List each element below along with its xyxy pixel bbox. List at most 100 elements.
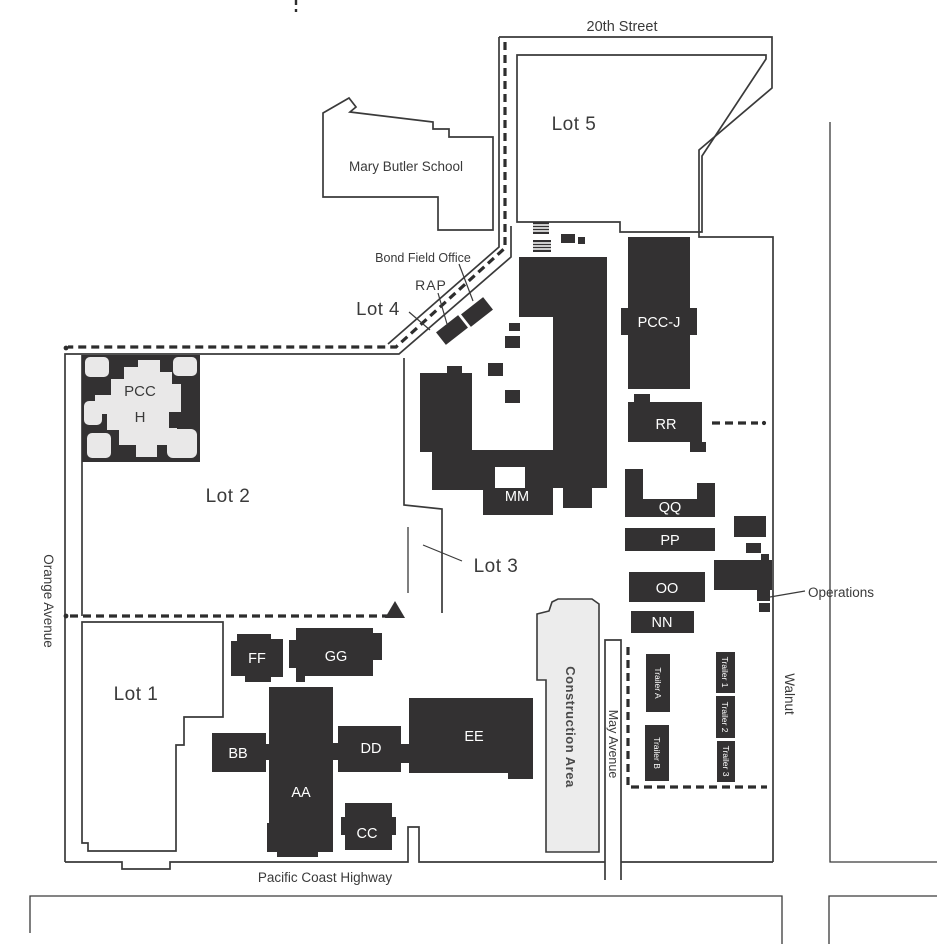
small-building <box>714 560 772 590</box>
may-avenue-strip <box>604 639 622 880</box>
pcc-j-label: PCC-J <box>638 315 681 331</box>
pcc-h-building-shape <box>95 360 181 457</box>
pch-south-block-west <box>29 895 783 944</box>
bb-label: BB <box>228 746 247 762</box>
trailer-2 <box>716 696 735 738</box>
pcc-h-patch <box>173 357 197 376</box>
building-bb: BB <box>212 733 270 772</box>
operations-structure <box>757 590 770 601</box>
building-pp: PP <box>625 528 715 551</box>
mm-label: MM <box>505 489 529 505</box>
building-cc: CC <box>341 803 396 850</box>
leader-lines <box>408 263 806 598</box>
dd-shape <box>333 726 410 772</box>
dashed-trailer-area <box>626 647 767 789</box>
boundary-20th-east <box>499 36 774 862</box>
unnamed-east-structures <box>714 516 772 612</box>
building-nn: NN <box>631 611 694 633</box>
pcc-h-patch <box>87 433 111 458</box>
operations-label: Operations <box>808 585 874 600</box>
lot5-label: Lot 5 <box>552 114 597 135</box>
qq-shape <box>625 469 715 517</box>
qq-label: QQ <box>659 500 682 516</box>
building-mm: MM <box>420 257 607 515</box>
mm-part <box>420 373 472 452</box>
lot1-label: Lot 1 <box>114 684 159 705</box>
building-oo: OO <box>629 572 705 602</box>
lot4-label: Lot 4 <box>356 298 400 319</box>
trailer-1 <box>716 652 735 693</box>
ee-label: EE <box>464 729 484 745</box>
lot4-leader <box>408 311 431 331</box>
trailer-a <box>646 654 670 712</box>
gg-shape <box>289 628 382 682</box>
dashed-routes <box>63 0 767 789</box>
stair-lines <box>533 242 551 250</box>
construction-area-shape <box>536 598 600 853</box>
building-dd: DD <box>333 726 410 772</box>
campus-boundaries <box>29 36 937 944</box>
walnut-east-line <box>829 122 937 863</box>
street-label-pch: Pacific Coast Highway <box>258 870 393 885</box>
cc-shape <box>341 803 396 850</box>
building-aa: AA <box>267 687 333 857</box>
nn-shape <box>631 611 694 633</box>
mary-butler-label: Mary Butler School <box>349 159 463 174</box>
boundary-orange-top <box>64 226 512 862</box>
trailers: Trailer A Trailer B Trailer 1 Trailer 2 … <box>645 652 735 782</box>
pch-south-block-east <box>828 895 937 944</box>
street-label-orange-avenue: Orange Avenue <box>41 554 56 648</box>
trailer-1-label: Trailer 1 <box>720 657 730 688</box>
rap-building <box>436 315 468 345</box>
oo-shape <box>629 572 705 602</box>
trailer-b-label: Trailer B <box>652 737 662 769</box>
pcc-h-label-line1: PCC <box>124 383 156 400</box>
mm-courtyard-structure <box>505 336 520 348</box>
dashed-route-rr-dot <box>761 420 767 426</box>
street-label-may-avenue: May Avenue <box>606 710 620 779</box>
operations-structure <box>759 603 770 612</box>
pcc-h-label-line2: H <box>135 409 146 426</box>
small-building <box>734 516 766 537</box>
trailer-2-label: Trailer 2 <box>720 702 730 733</box>
small-structure <box>578 237 585 244</box>
small-structure <box>746 543 761 553</box>
dashed-route-main <box>68 42 507 349</box>
boundary-bottom-west <box>65 826 605 870</box>
building-pcc-h: PCC H <box>82 355 200 462</box>
pp-shape <box>625 528 715 551</box>
building-pcc-j: PCC-J <box>621 237 697 389</box>
construction-area-label: Construction Area <box>563 666 578 788</box>
mm-courtyard-structure <box>509 323 520 331</box>
ff-label: FF <box>248 651 266 667</box>
map-labels: 20th Street Lot 5 Mary Butler School Bon… <box>41 19 874 885</box>
small-structure <box>561 234 575 243</box>
rr-part <box>690 442 706 452</box>
stair-lines <box>533 224 549 232</box>
building-ff: FF <box>231 634 283 682</box>
pcc-j-part <box>621 308 697 335</box>
lot2-label: Lot 2 <box>206 486 251 507</box>
dd-label: DD <box>361 741 382 757</box>
rr-part <box>628 402 702 442</box>
trailer-b <box>645 725 669 781</box>
pcc-h-patch <box>85 357 109 377</box>
lot3-outline <box>403 358 443 613</box>
mary-butler-outline <box>322 96 494 231</box>
operations-leader <box>769 590 806 598</box>
rap-label: RAP <box>415 277 447 293</box>
nn-label: NN <box>652 615 673 631</box>
bond-field-office-label: Bond Field Office <box>375 251 471 265</box>
oo-label: OO <box>656 581 679 597</box>
street-label-walnut: Walnut <box>782 673 797 715</box>
street-label-20th: 20th Street <box>587 19 658 35</box>
mm-part <box>447 366 462 375</box>
aa-label: AA <box>291 785 311 801</box>
trailer-a-label: Trailer A <box>653 667 663 699</box>
small-structure <box>761 554 769 561</box>
lot3-label: Lot 3 <box>474 556 519 577</box>
pp-label: PP <box>660 533 679 549</box>
bond-field-office-leader <box>458 263 474 302</box>
boundary-entry-road-west <box>387 37 500 345</box>
